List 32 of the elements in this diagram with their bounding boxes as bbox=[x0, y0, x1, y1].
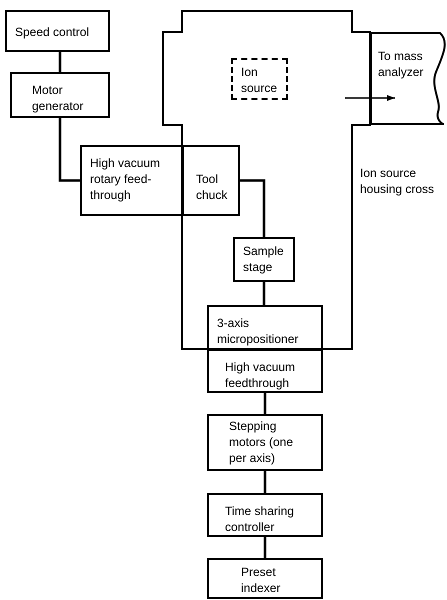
box-label: To mass analyzer bbox=[378, 48, 424, 80]
connector-line bbox=[240, 179, 266, 237]
box-label: Ion source bbox=[241, 64, 278, 96]
process-box bbox=[10, 72, 110, 118]
process-box bbox=[207, 349, 323, 393]
process-box bbox=[207, 493, 323, 537]
box-label: Ion source housing cross bbox=[360, 165, 436, 197]
box-label: Time sharing controller bbox=[225, 503, 295, 535]
process-box bbox=[207, 558, 323, 599]
box-label: High vacuum rotary feed-through bbox=[90, 155, 162, 203]
box-label: Motor generator bbox=[32, 82, 84, 114]
connector-line bbox=[262, 282, 266, 305]
box-label: Speed control bbox=[15, 24, 90, 40]
arrow bbox=[345, 95, 395, 101]
feedthrough-box bbox=[80, 145, 183, 216]
box-label: Tool chuck bbox=[196, 171, 228, 203]
box-label: Sample stage bbox=[243, 243, 285, 275]
connector-line bbox=[58, 118, 80, 182]
ion-source-box bbox=[231, 58, 288, 100]
box-label: Preset indexer bbox=[241, 564, 282, 596]
connector-line bbox=[264, 537, 266, 558]
micropositioner-box bbox=[207, 305, 323, 350]
box-label: 3-axis micropositioner bbox=[217, 315, 300, 347]
process-box bbox=[5, 10, 110, 52]
tool-chuck-box bbox=[182, 145, 240, 216]
process-box bbox=[207, 414, 323, 471]
connector-line bbox=[264, 393, 266, 414]
box-label: High vacuum feedthrough bbox=[225, 359, 296, 391]
connector-line bbox=[58, 52, 62, 72]
box-label: Stepping motors (one per axis) bbox=[229, 418, 294, 466]
connector-line bbox=[264, 471, 266, 493]
sample-stage-box bbox=[233, 237, 295, 282]
